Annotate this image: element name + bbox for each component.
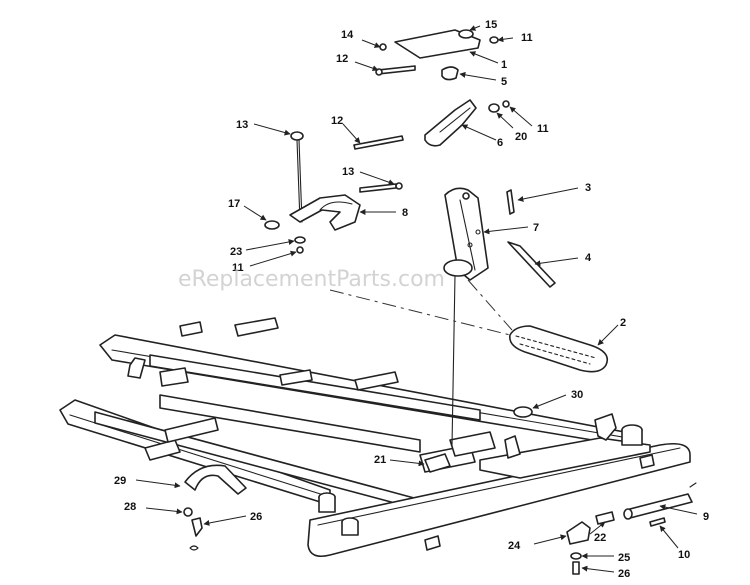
label-26: 26 xyxy=(618,568,630,580)
part-10-pin xyxy=(649,517,666,527)
label-4: 4 xyxy=(585,252,592,264)
part-11-nut-c xyxy=(296,246,304,254)
part-26-bolt xyxy=(572,561,580,575)
part-24-bracket xyxy=(566,521,591,545)
label-10: 10 xyxy=(678,549,690,561)
base-frame xyxy=(59,317,691,558)
part-4-rod xyxy=(507,241,556,288)
label-6: 6 xyxy=(497,137,503,149)
label-20: 20 xyxy=(515,131,527,143)
label-15: 15 xyxy=(485,19,497,31)
part-28-nut xyxy=(183,507,193,517)
label-21: 21 xyxy=(374,454,386,466)
part-12-pin-b xyxy=(353,135,404,150)
label-11-b: 11 xyxy=(537,123,549,135)
label-9: 9 xyxy=(703,511,709,523)
part-15-nut xyxy=(458,29,474,39)
part-17-washer xyxy=(264,220,280,230)
label-12-a: 12 xyxy=(336,53,348,65)
label-2: 2 xyxy=(620,317,626,329)
part-22-bushing xyxy=(595,511,615,525)
label-23: 23 xyxy=(230,246,242,258)
label-22: 22 xyxy=(594,532,606,544)
label-11-a: 11 xyxy=(521,32,533,44)
part-13-rod xyxy=(290,131,456,447)
part-30-washer xyxy=(513,406,533,418)
label-30: 30 xyxy=(571,389,583,401)
label-1: 1 xyxy=(501,59,507,71)
part-13-eyebolt xyxy=(359,183,397,193)
label-28: 28 xyxy=(124,501,136,513)
leader-lines xyxy=(135,25,698,573)
part-29-chain-segment xyxy=(184,464,247,495)
label-24: 24 xyxy=(508,540,521,552)
label-5: 5 xyxy=(501,76,507,88)
label-17: 17 xyxy=(228,198,240,210)
label-25: 25 xyxy=(618,552,630,564)
part-21-slider xyxy=(424,453,451,473)
part-11-washer-a xyxy=(489,36,499,44)
part-27-screw xyxy=(191,517,203,537)
label-14: 14 xyxy=(341,29,354,41)
part-9-shaft xyxy=(625,493,693,519)
part-25-washer xyxy=(570,552,582,560)
callout-labels: 14 15 11 12 1 5 13 12 20 11 6 13 3 17 8 … xyxy=(114,19,709,580)
part-1-plate xyxy=(394,29,481,59)
label-8: 8 xyxy=(402,207,408,219)
label-29: 29 xyxy=(114,475,126,487)
label-7: 7 xyxy=(533,222,539,234)
label-27: 26 xyxy=(250,511,262,523)
label-13-b: 13 xyxy=(342,166,354,178)
part-7-arm xyxy=(443,187,489,281)
part-2-chain xyxy=(508,325,609,373)
label-12-b: 12 xyxy=(331,115,343,127)
part-23-washer xyxy=(294,236,306,244)
part-11-washer-b xyxy=(502,100,510,108)
part-3-pin xyxy=(506,189,515,215)
part-14-pin xyxy=(379,43,387,51)
label-11-c: 11 xyxy=(232,262,244,274)
label-13-a: 13 xyxy=(236,119,248,131)
part-5-clip xyxy=(441,66,459,81)
part-8-bracket xyxy=(289,194,361,231)
part-20-washer xyxy=(488,103,500,113)
watermark: eReplacementParts.com xyxy=(178,267,445,292)
label-3: 3 xyxy=(585,182,591,194)
part-12-bolt-a xyxy=(377,65,416,75)
